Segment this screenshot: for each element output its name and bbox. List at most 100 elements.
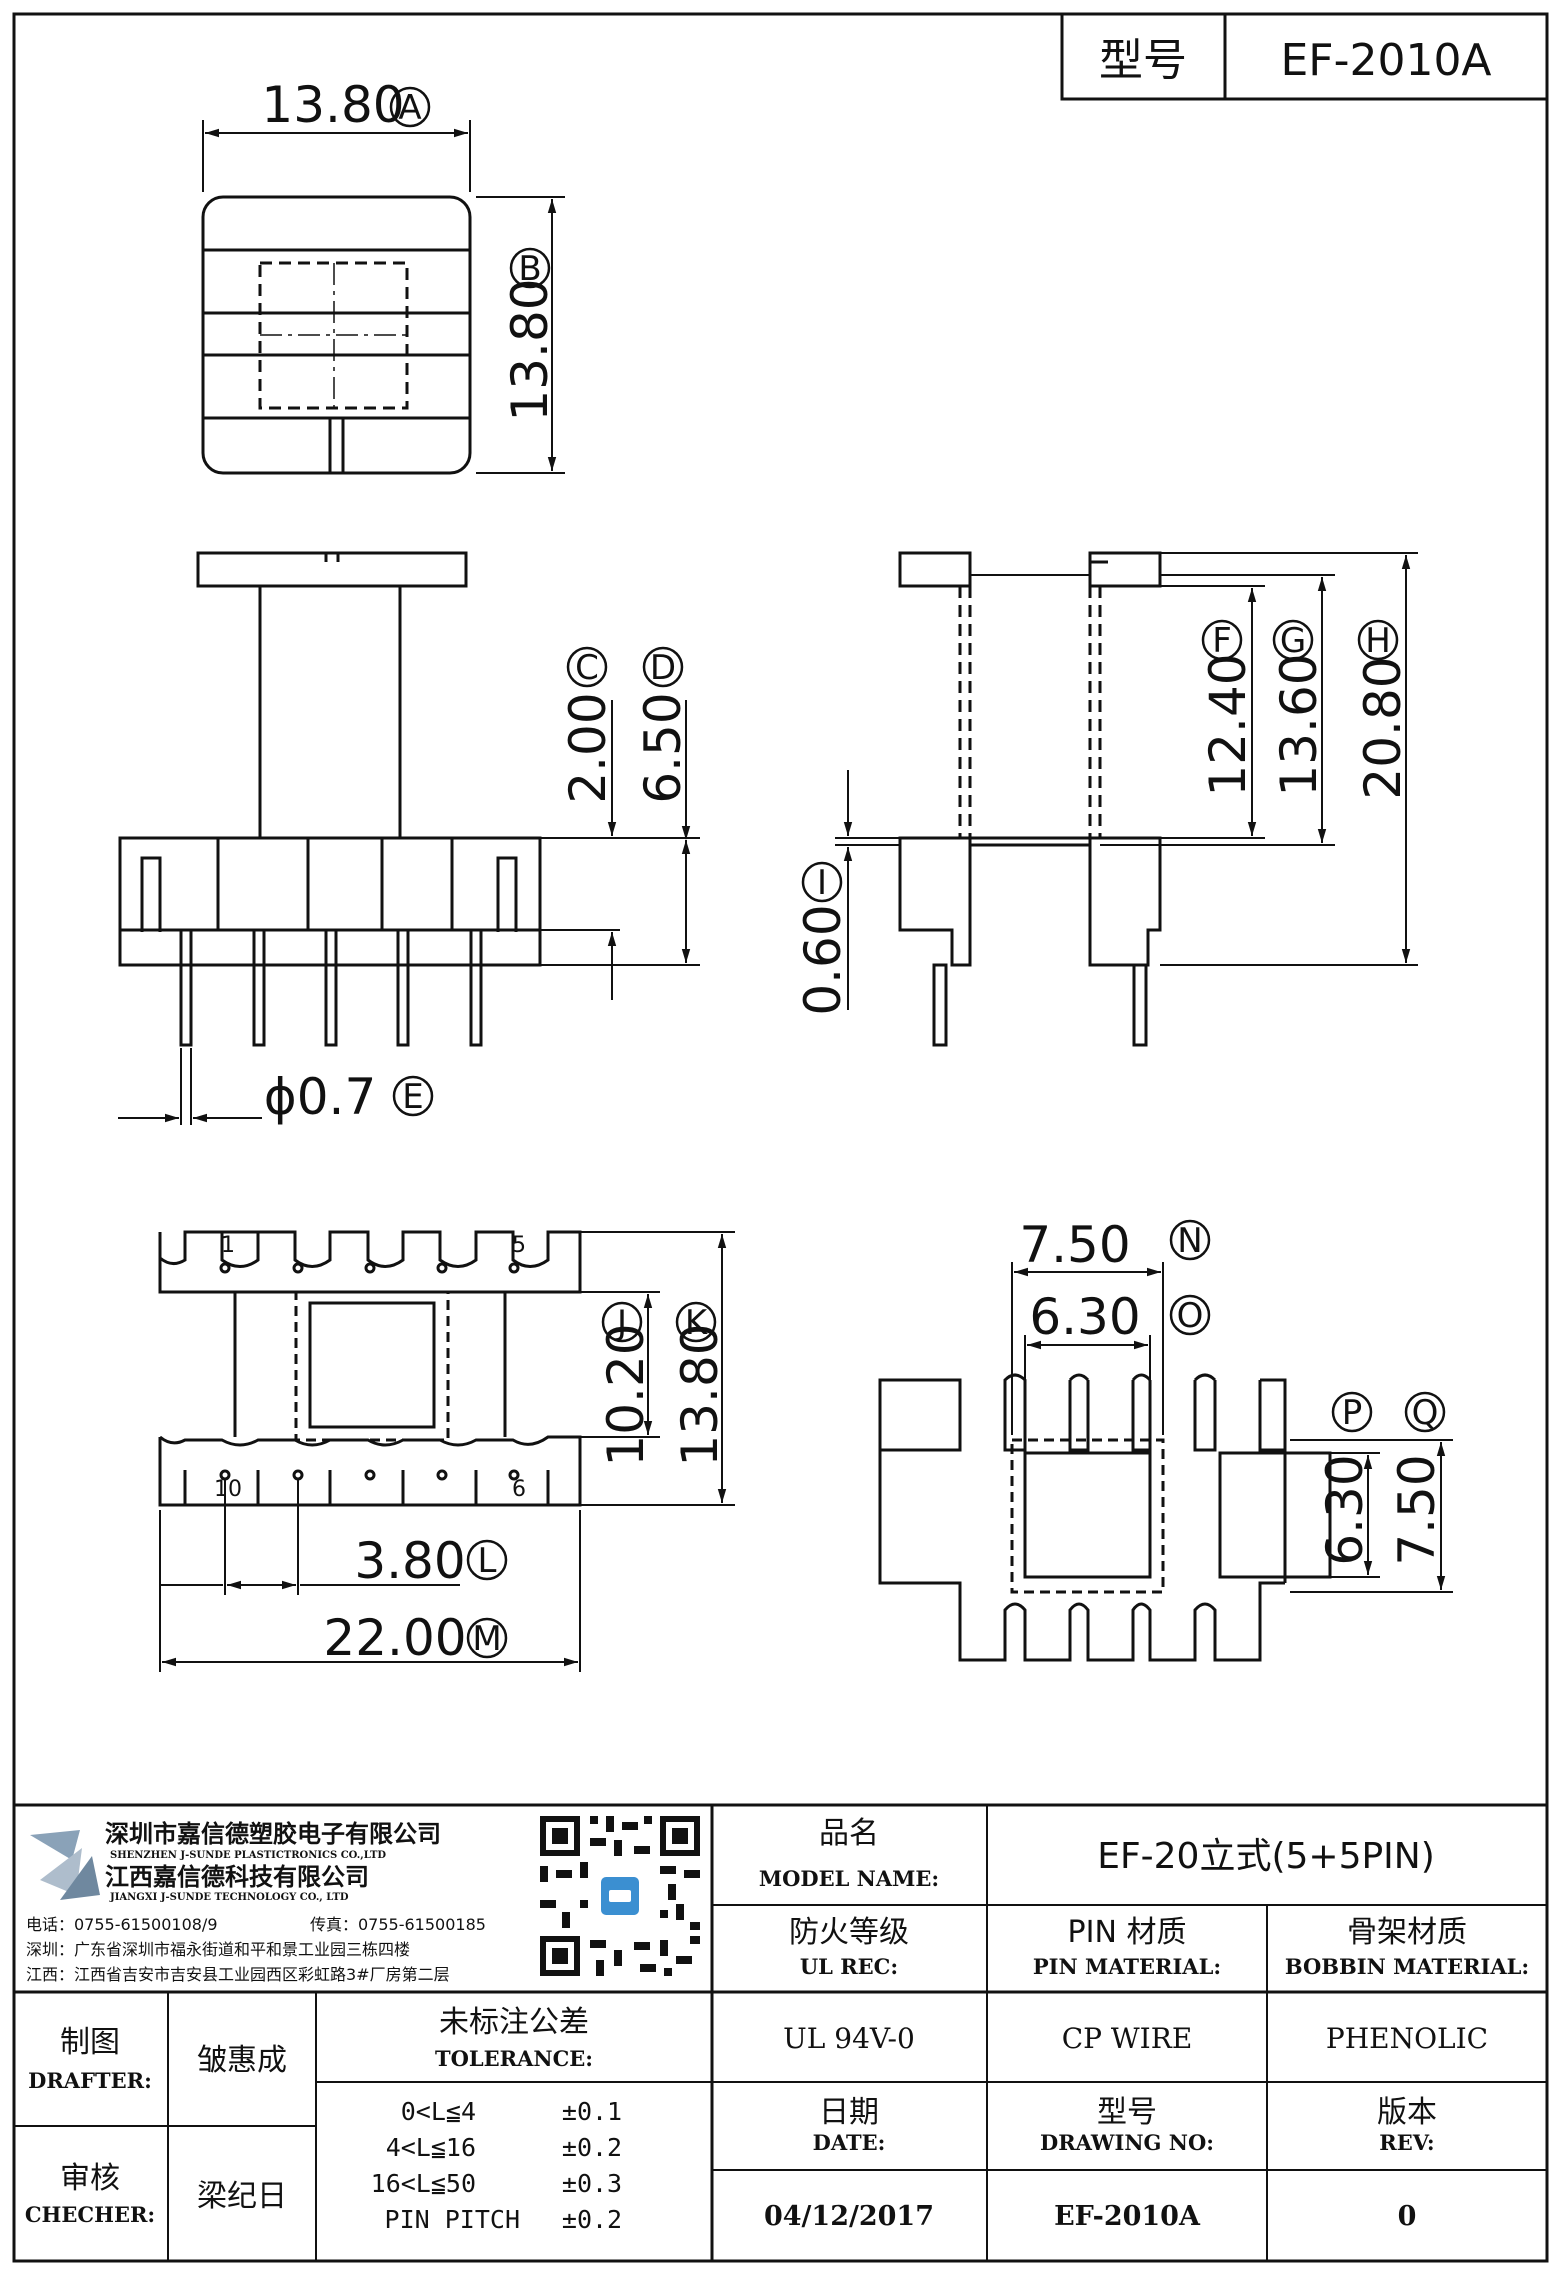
dim-g [1100,574,1335,846]
marker-h: H [1357,619,1399,661]
dim-i [835,770,900,1010]
date-label-cn: 日期 [819,2095,879,2130]
bottom-view [158,1230,582,1507]
drawing-no-label-en: DRAWING NO: [1040,2130,1214,2155]
dim-k [580,1231,735,1506]
header-model-label: 型号 [1099,35,1187,86]
dim-k-value: 13.80 [671,1323,729,1466]
svg-text:C: C [575,648,599,688]
company-fax: 传真：0755-61500185 [310,1915,486,1934]
marker-c: C [566,646,608,688]
drafter-label-en: DRAFTER: [28,2068,152,2093]
company-name-cn-1: 深圳市嘉信德塑胶电子有限公司 [105,1820,441,1848]
svg-text:D: D [650,648,676,688]
svg-text:F: F [1212,621,1232,661]
tolerance-value: ±0.1 [562,2097,622,2126]
dim-f-value: 12.40 [1199,653,1257,796]
dim-l-value: 3.80 [354,1532,465,1590]
checker-label-en: CHECHER: [25,2202,155,2227]
dim-p [1330,1452,1380,1578]
drawing-no-value: EF-2010A [1054,2201,1201,2232]
rev-label-cn: 版本 [1377,2095,1437,2130]
ul-value: UL 94V-0 [783,2022,915,2055]
dim-q [1290,1439,1453,1593]
svg-text:N: N [1177,1221,1202,1261]
dim-d-value: 6.50 [634,692,692,803]
company-address-jx: 江西：江西省吉安市吉安县工业园西区彩虹路3#厂房第二层 [26,1965,450,1984]
dim-o [1024,1335,1151,1448]
marker-g: G [1272,619,1314,661]
marker-q: Q [1404,1391,1446,1433]
marker-l: L [466,1539,508,1581]
pin-5-label: 5 [512,1233,526,1258]
tolerance-range: 0<L≦4 [401,2097,476,2126]
svg-text:E: E [402,1077,423,1117]
marker-i: I [801,861,843,903]
dim-n-value: 7.50 [1019,1216,1130,1274]
svg-text:P: P [1342,1393,1363,1433]
dim-b-value: 13.80 [501,278,559,421]
company-phone: 电话：0755-61500108/9 [26,1915,218,1934]
date-label-en: DATE: [813,2130,886,2155]
company-name-cn-2: 江西嘉信德科技有限公司 [105,1863,369,1891]
marker-d: D [642,646,684,688]
bobbin-material-value: PHENOLIC [1326,2022,1488,2055]
tolerance-label-en: TOLERANCE: [435,2046,593,2071]
marker-b: B [509,247,551,289]
rev-label-en: REV: [1379,2130,1434,2155]
tolerance-range: 16<L≦50 [371,2169,476,2198]
plan-view [878,1373,1332,1662]
company-name-en-2: JIANGXI J-SUNDE TECHNOLOGY CO., LTD [109,1892,349,1903]
ul-label-cn: 防火等级 [789,1915,909,1950]
dim-j-value: 10.20 [597,1323,655,1466]
pin-material-value: CP WIRE [1062,2022,1193,2055]
svg-text:Q: Q [1412,1393,1439,1433]
title-block [14,1803,1547,2261]
svg-text:O: O [1177,1296,1204,1336]
pin-6-label: 6 [512,1477,526,1502]
tolerance-range: PIN PITCH [385,2205,520,2234]
svg-text:G: G [1280,621,1306,661]
company-name-en-1: SHENZHEN J-SUNDE PLASTICTRONICS CO.,LTD [110,1850,386,1861]
dim-a [202,120,471,192]
pin-material-label-en: PIN MATERIAL: [1033,1954,1221,1979]
dim-h [1160,552,1418,966]
svg-text:M: M [472,1619,501,1659]
date-value: 04/12/2017 [764,2201,934,2232]
checker-value: 梁纪日 [197,2179,287,2214]
drawing-no-label-cn: 型号 [1097,2095,1157,2130]
qr-code [536,1812,704,1980]
side-view [898,551,1162,1047]
dim-e-value: ϕ0.7 [264,1068,377,1126]
dim-o-value: 6.30 [1029,1288,1140,1346]
marker-p: P [1331,1391,1373,1433]
dim-n [1011,1262,1164,1435]
pin-material-label-cn: PIN 材质 [1068,1915,1187,1950]
marker-j: J [601,1301,643,1343]
marker-e: E [392,1075,434,1117]
svg-text:K: K [685,1303,709,1343]
dim-g-value: 13.60 [1270,653,1328,796]
svg-text:J: J [615,1303,627,1343]
svg-text:B: B [518,249,541,289]
drafter-label-cn: 制图 [60,2025,120,2060]
tolerance-range: 4<L≦16 [386,2133,476,2162]
header-model-value: EF-2010A [1280,35,1491,86]
model-name-label-cn: 品名 [819,1816,879,1851]
front-view [118,551,542,1047]
dim-e [118,1048,262,1125]
svg-text:A: A [398,88,421,128]
bobbin-material-label-en: BOBBIN MATERIAL: [1285,1954,1529,1979]
checker-label-cn: 审核 [60,2161,120,2196]
marker-f: F [1201,619,1243,661]
drafter-value: 皱惠成 [197,2043,287,2078]
dim-i-value: 0.60 [794,904,852,1015]
dim-c-value: 2.00 [559,692,617,803]
top-view [201,195,472,475]
marker-m: M [466,1617,508,1659]
marker-o: O [1169,1294,1211,1336]
company-logo [30,1830,100,1900]
dim-p-value: 6.30 [1316,1454,1374,1565]
bobbin-material-label-cn: 骨架材质 [1347,1915,1467,1950]
